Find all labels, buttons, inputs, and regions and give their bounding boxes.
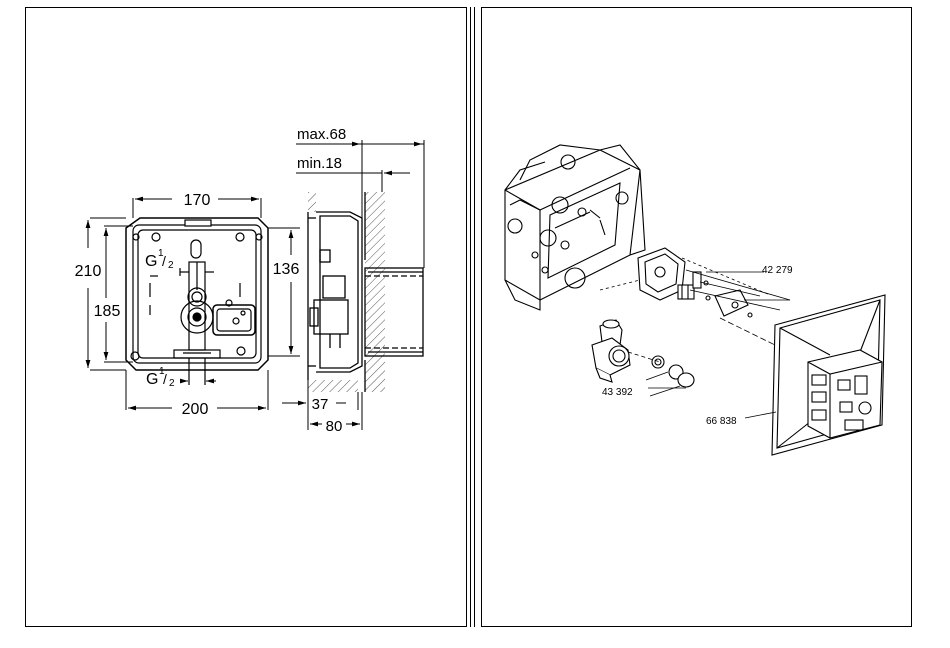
dim-max-depth: max.68 xyxy=(297,126,346,143)
dim-width-top: 170 xyxy=(184,192,211,209)
valve-assembly xyxy=(592,320,694,387)
dim-depth-total: 80 xyxy=(326,418,343,435)
install-box xyxy=(505,145,645,310)
part-label-42279: 42 279 xyxy=(762,265,793,276)
electronics-module xyxy=(638,248,752,317)
svg-text:2: 2 xyxy=(168,260,174,271)
svg-text:/: / xyxy=(163,371,167,387)
face-plate xyxy=(772,295,885,455)
dim-depth-wall: 37 xyxy=(312,396,329,413)
thread-label-top: G 1 / 2 xyxy=(145,248,174,271)
svg-text:G: G xyxy=(145,253,157,270)
dim-height-outer: 210 xyxy=(75,263,102,280)
side-view xyxy=(308,192,423,392)
dim-width-bottom: 200 xyxy=(182,401,209,418)
svg-text:2: 2 xyxy=(169,378,175,389)
svg-text:G: G xyxy=(146,371,158,388)
part-label-43392: 43 392 xyxy=(602,387,633,398)
svg-text:/: / xyxy=(162,253,166,269)
dim-height-right: 136 xyxy=(273,261,300,278)
dim-height-inner: 185 xyxy=(94,303,121,320)
part-label-66838: 66 838 xyxy=(706,416,737,427)
front-view xyxy=(126,218,268,385)
dim-min-depth: min.18 xyxy=(297,155,342,172)
